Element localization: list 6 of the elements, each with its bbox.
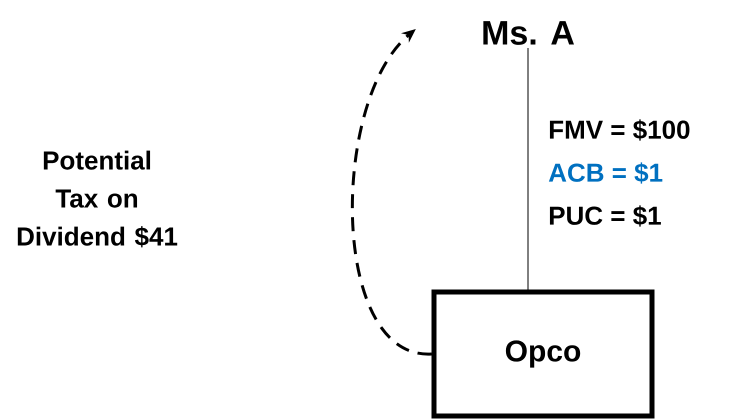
- value-label: ACB = $1: [548, 162, 662, 184]
- value-label: PUC = $1: [550, 205, 661, 227]
- tax-note: Potential Tax on Dividend $41: [18, 150, 178, 248]
- value-label: FMV = $100: [550, 119, 690, 141]
- company-box: Opco: [432, 289, 654, 418]
- person-label: Ms. A: [483, 21, 574, 45]
